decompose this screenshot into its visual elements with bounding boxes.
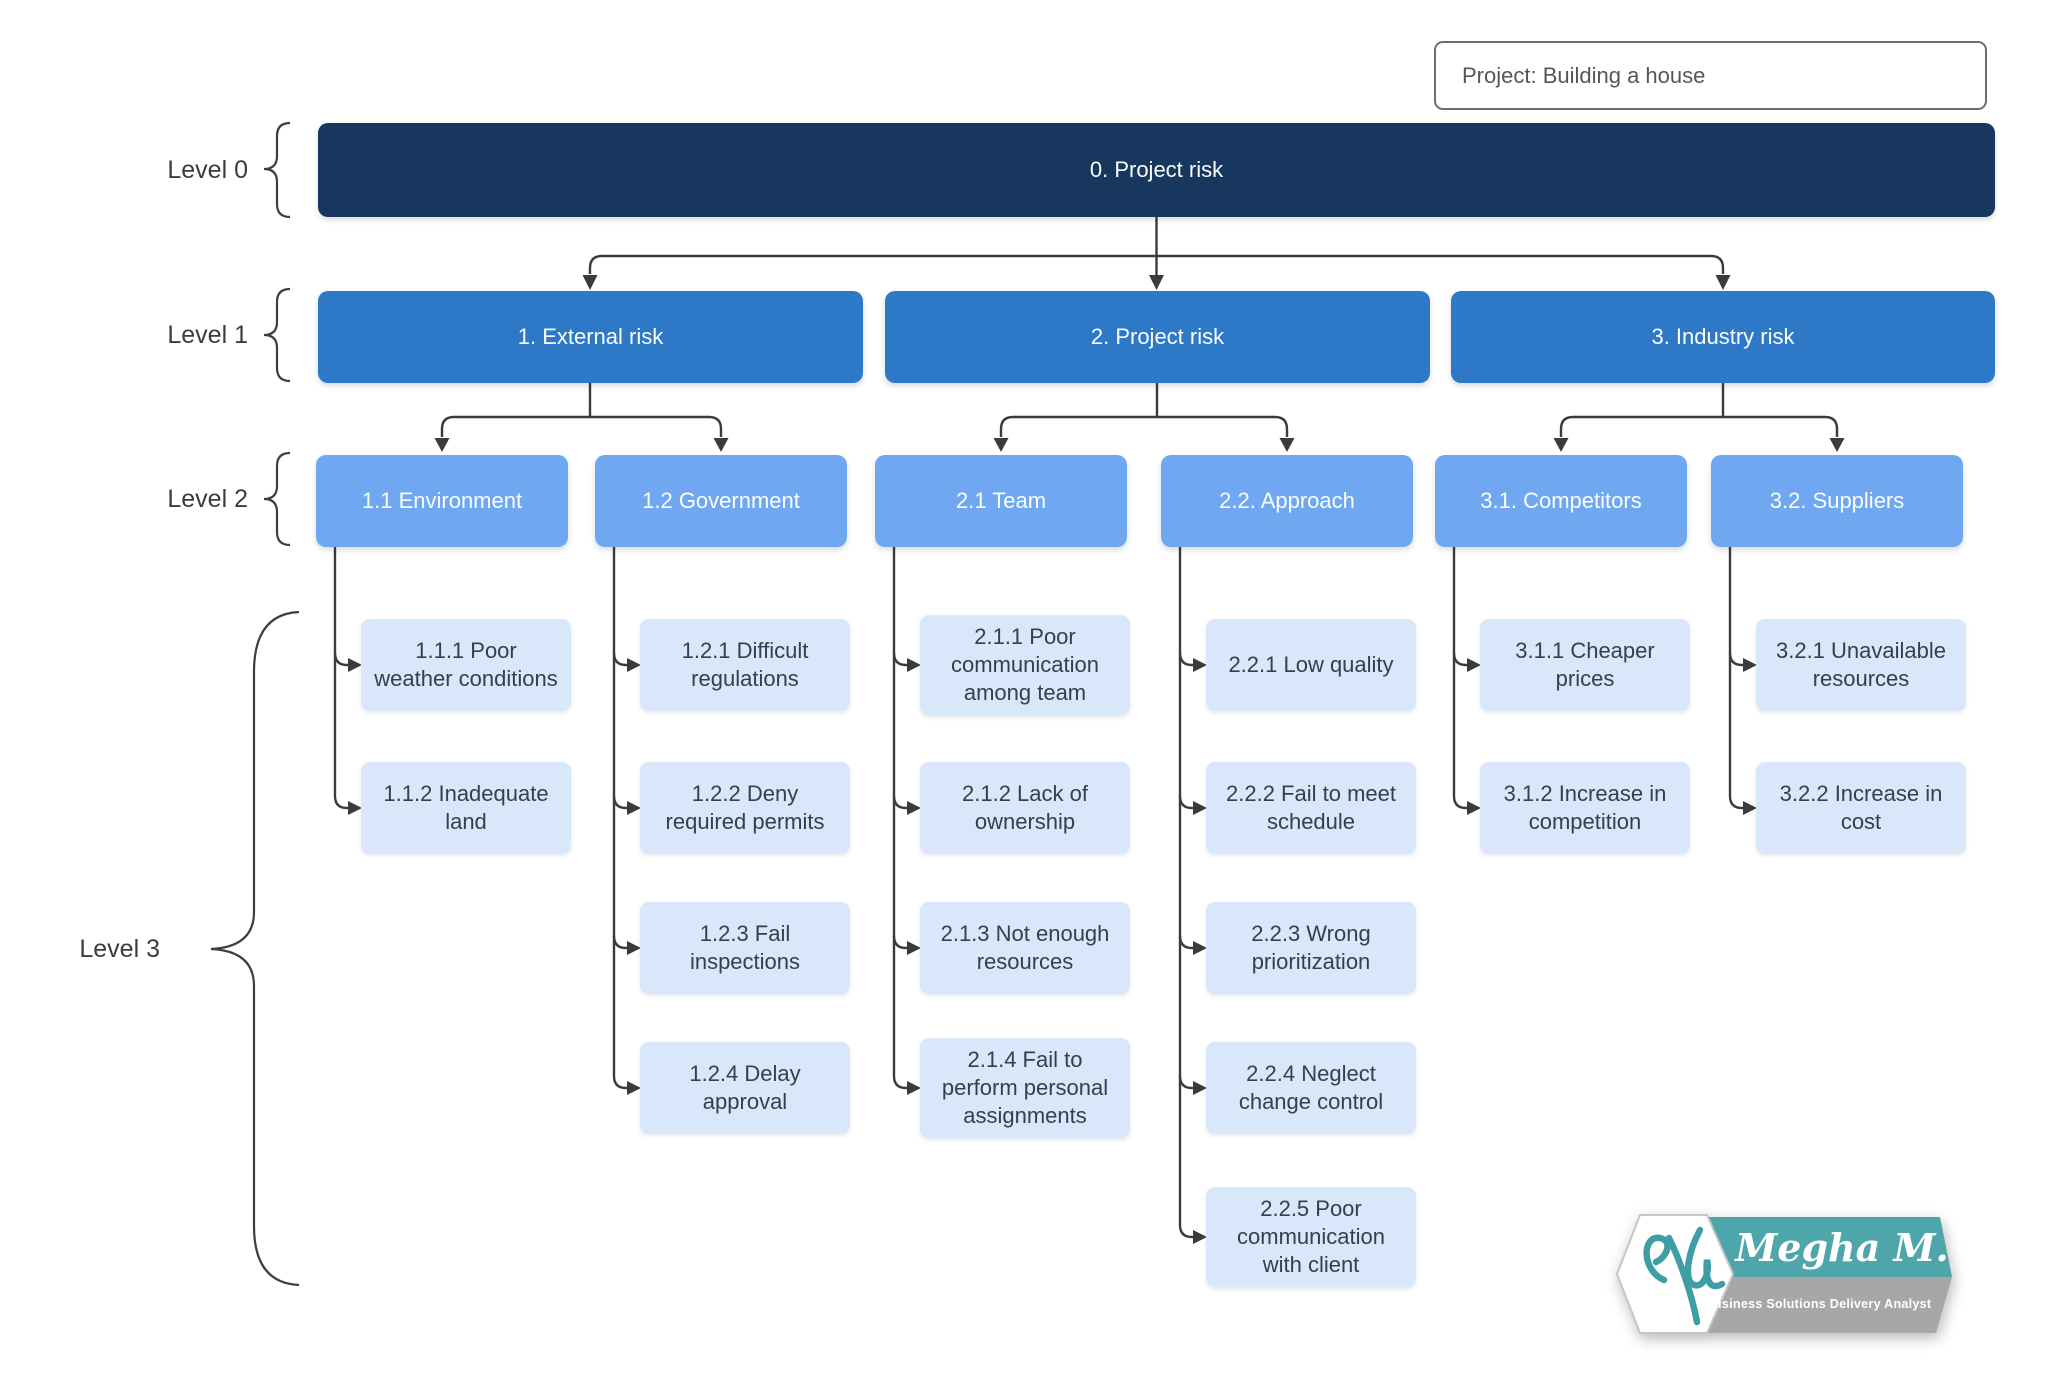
node-2-1-3[interactable]: 2.1.3 Not enough resources — [920, 902, 1130, 994]
level-1-label: Level 1 — [167, 321, 248, 349]
monogram-icon — [1643, 1226, 1726, 1326]
node-1-1-2[interactable]: 1.1.2 Inadequate land — [361, 762, 571, 854]
node-2-2-5[interactable]: 2.2.5 Poor communication with client — [1206, 1187, 1416, 1287]
node-2-2-1[interactable]: 2.2.1 Low quality — [1206, 619, 1416, 711]
node-2-project-risk[interactable]: 2. Project risk — [885, 291, 1430, 383]
connector-branch2-to-groups — [993, 383, 1295, 452]
node-2-2-4[interactable]: 2.2.4 Neglect change control — [1206, 1042, 1416, 1134]
connector-column-environment — [333, 547, 362, 815]
level-0-label: Level 0 — [167, 156, 248, 184]
badge-teal-band — [1692, 1217, 1952, 1277]
level-3-label: Level 3 — [79, 935, 160, 963]
node-2-1-team[interactable]: 2.1 Team — [875, 455, 1127, 547]
project-title-box[interactable]: Project: Building a house — [1434, 41, 1987, 110]
node-1-2-1[interactable]: 1.2.1 Difficult regulations — [640, 619, 850, 711]
node-2-2-approach[interactable]: 2.2. Approach — [1161, 455, 1413, 547]
node-2-1-1[interactable]: 2.1.1 Poor communication among team — [920, 615, 1130, 715]
connector-column-suppliers — [1728, 547, 1757, 815]
connector-column-competitors — [1452, 547, 1481, 815]
connector-column-team — [892, 547, 921, 1095]
node-3-1-2[interactable]: 3.1.2 Increase in competition — [1480, 762, 1690, 854]
author-badge: Megha M. Business Solutions Delivery Ana… — [1600, 1195, 1980, 1360]
connector-column-approach — [1178, 547, 1207, 1244]
node-3-1-competitors[interactable]: 3.1. Competitors — [1435, 455, 1687, 547]
connector-branch1-to-groups — [434, 383, 729, 452]
node-3-2-2[interactable]: 3.2.2 Increase in cost — [1756, 762, 1966, 854]
node-1-2-government[interactable]: 1.2 Government — [595, 455, 847, 547]
node-1-2-4[interactable]: 1.2.4 Delay approval — [640, 1042, 850, 1134]
connector-branch3-to-groups — [1553, 383, 1845, 452]
author-tagline: Business Solutions Delivery Analyst — [1704, 1297, 1932, 1311]
node-1-1-1[interactable]: 1.1.1 Poor weather conditions — [361, 619, 571, 711]
brace-level-2 — [263, 451, 291, 547]
node-2-2-2[interactable]: 2.2.2 Fail to meet schedule — [1206, 762, 1416, 854]
node-3-1-1[interactable]: 3.1.1 Cheaper prices — [1480, 619, 1690, 711]
author-name: Megha M. — [1735, 1224, 1949, 1270]
node-3-2-1[interactable]: 3.2.1 Unavailable resources — [1756, 619, 1966, 711]
node-0-project-risk[interactable]: 0. Project risk — [318, 123, 1995, 217]
brace-level-1 — [263, 287, 291, 383]
node-3-industry-risk[interactable]: 3. Industry risk — [1451, 291, 1995, 383]
node-2-1-2[interactable]: 2.1.2 Lack of ownership — [920, 762, 1130, 854]
node-2-2-3[interactable]: 2.2.3 Wrong prioritization — [1206, 902, 1416, 994]
node-1-2-3[interactable]: 1.2.3 Fail inspections — [640, 902, 850, 994]
node-1-external-risk[interactable]: 1. External risk — [318, 291, 863, 383]
level-2-label: Level 2 — [167, 485, 248, 513]
brace-level-0 — [263, 121, 291, 219]
node-3-2-suppliers[interactable]: 3.2. Suppliers — [1711, 455, 1963, 547]
author-badge-graphic — [1615, 1214, 1952, 1334]
node-1-1-environment[interactable]: 1.1 Environment — [316, 455, 568, 547]
connector-column-government — [612, 547, 641, 1095]
connector-root-to-branches — [582, 217, 1731, 290]
node-2-1-4[interactable]: 2.1.4 Fail to perform personal assignmen… — [920, 1038, 1130, 1138]
badge-gray-band — [1692, 1277, 1952, 1333]
node-1-2-2[interactable]: 1.2.2 Deny required permits — [640, 762, 850, 854]
brace-level-3 — [210, 610, 300, 1287]
